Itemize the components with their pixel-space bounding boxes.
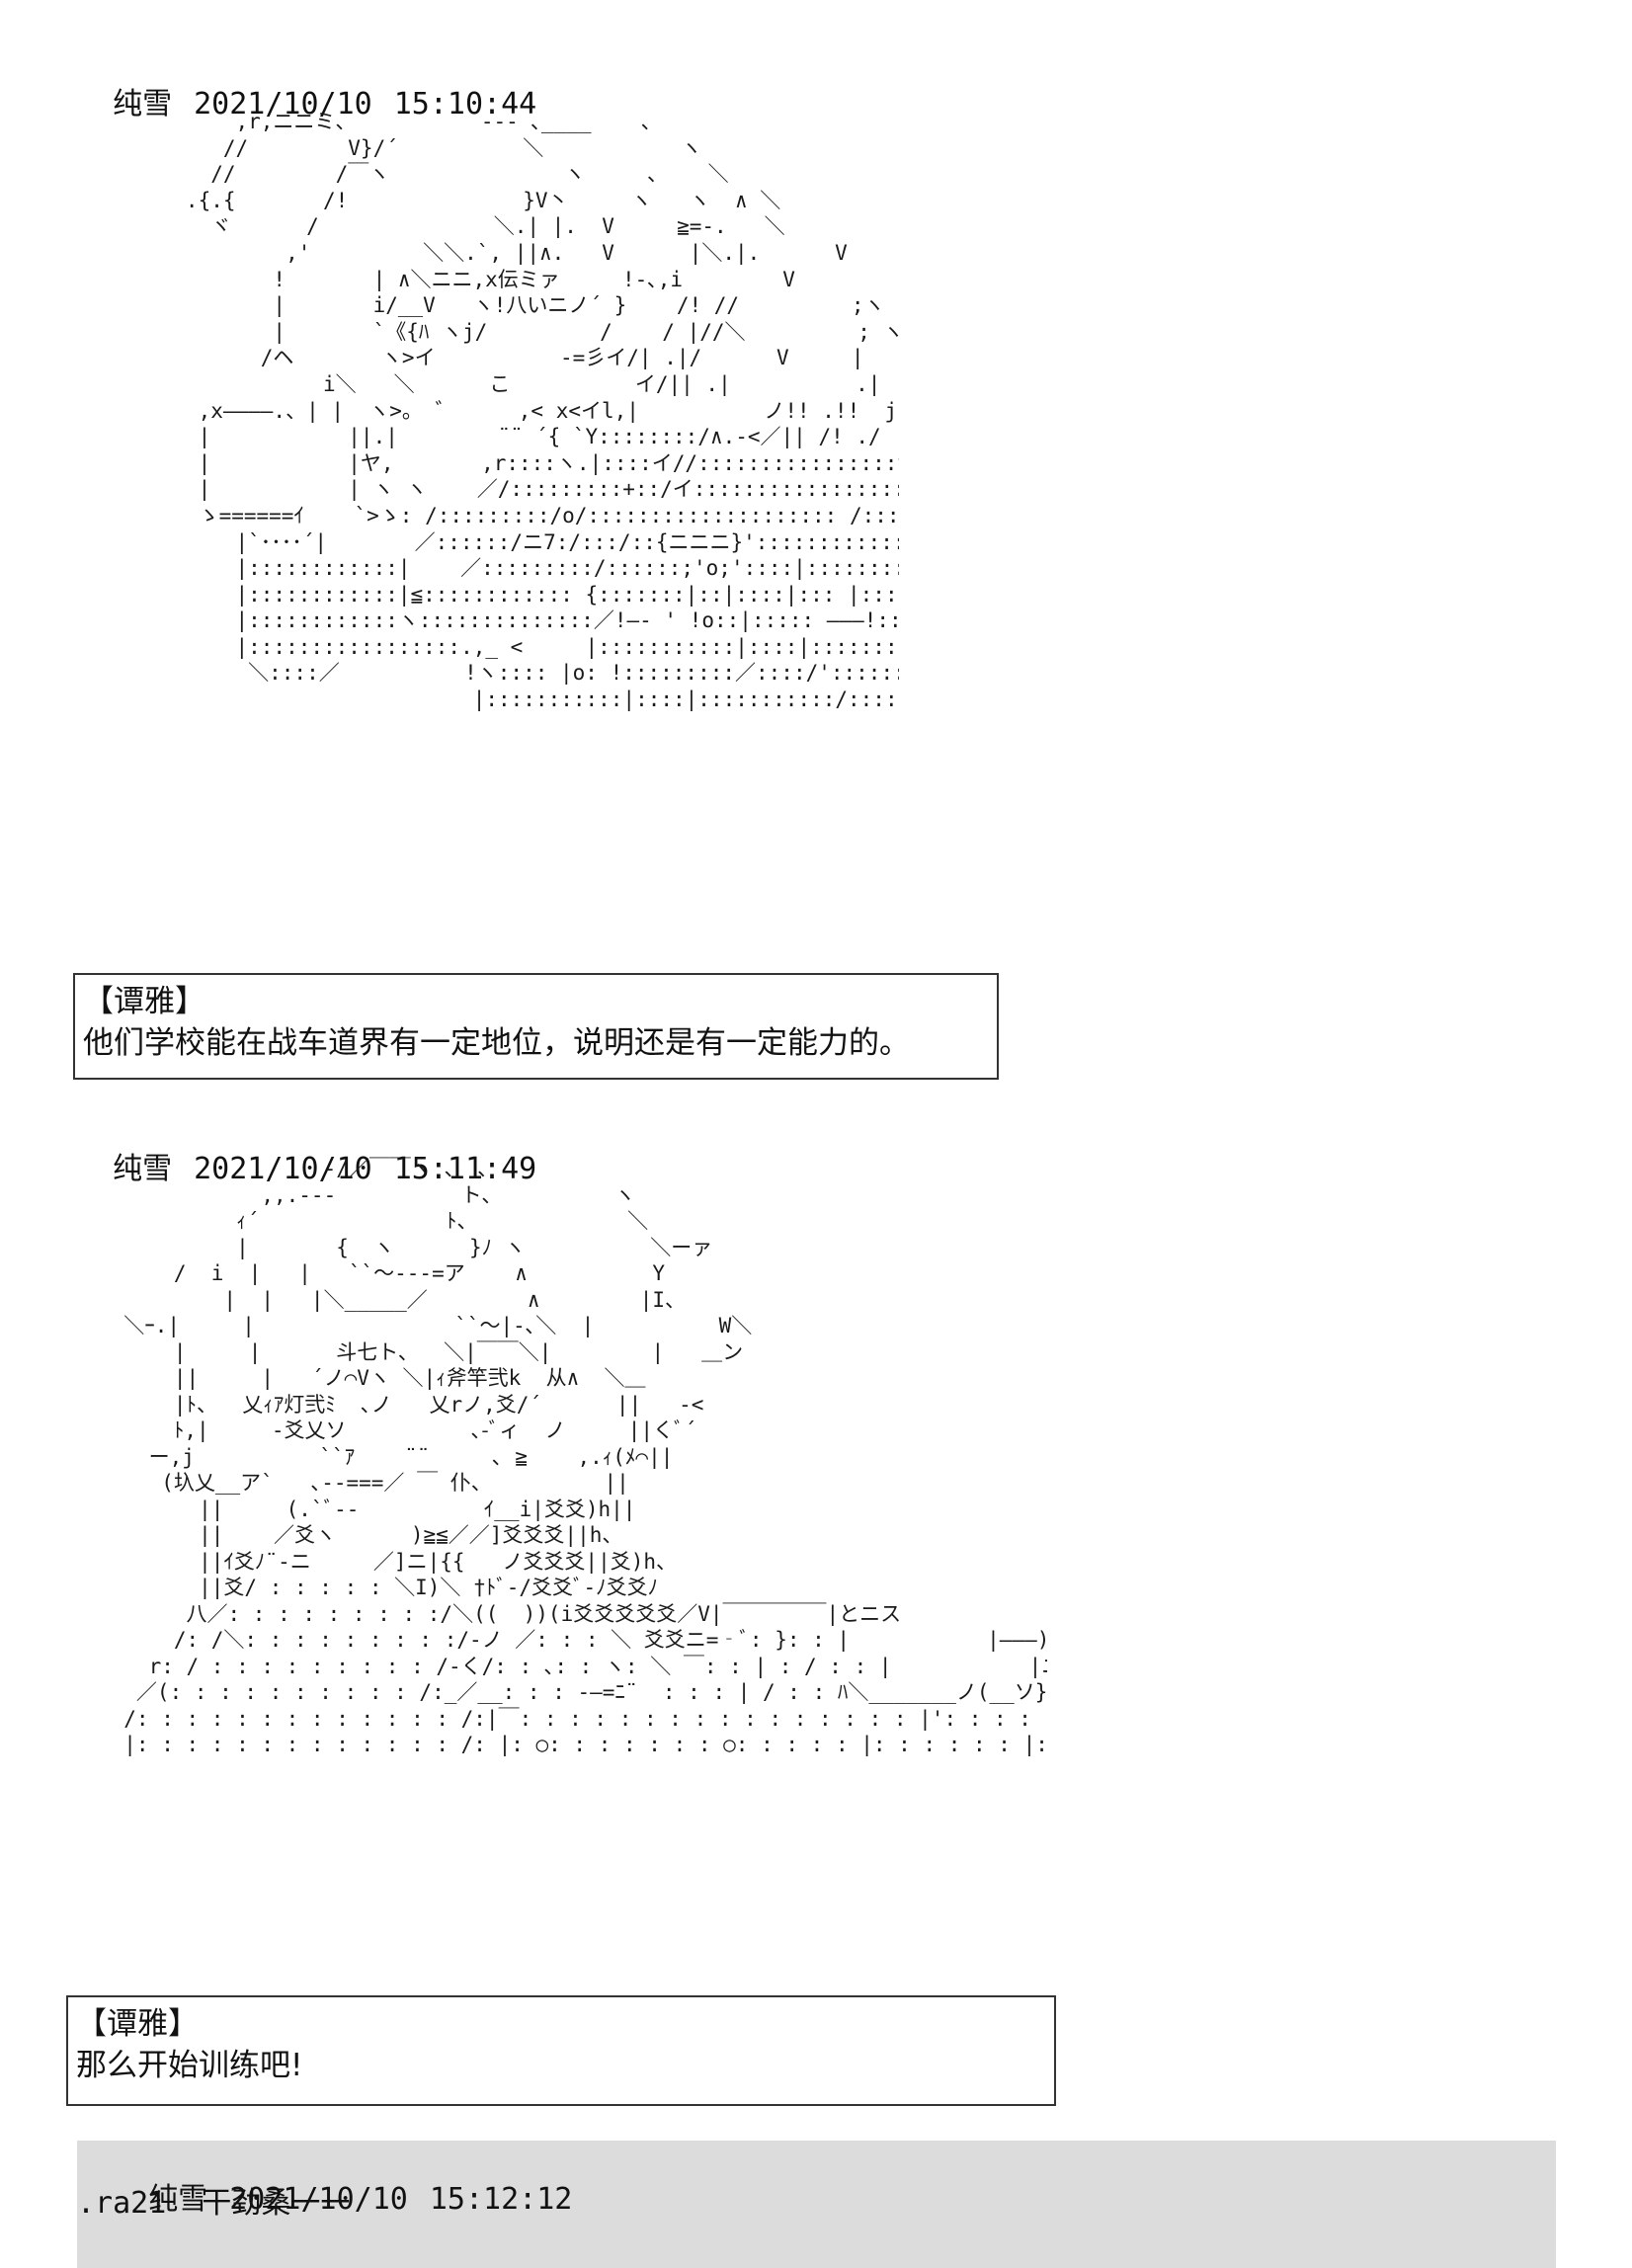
post-date: 2021/10/10 [194, 87, 372, 122]
post-time: 15:11:49 [393, 1152, 537, 1186]
post-date: 2021/10/10 [229, 2182, 408, 2217]
dialog-text: 那么开始训练吧! [76, 2048, 303, 2083]
dialog-box: 【谭雅】 那么开始训练吧! [66, 1995, 1056, 2106]
ascii-art: ‐/／￣￣ヽ 、 、 ,,.-‐‐ ト、 ヽ ｨ´ ﾄ、 ＼ | { ヽ }ﾉ … [123, 1157, 1047, 1756]
dialog-text: 他们学校能在战车道界有一定地位，说明还是有一定能力的。 [83, 1025, 910, 1061]
post-author: 纯雪 [113, 1152, 173, 1186]
post-author: 纯雪 [113, 87, 173, 122]
dialog-speaker: 【谭雅】 [76, 2006, 199, 2042]
post-header: 纯雪 2021/10/10 15:11:49 [77, 1110, 536, 1189]
post-header: 纯雪 2021/10/10 15:10:44 [77, 45, 536, 124]
post-time: 15:12:12 [429, 2182, 573, 2217]
post-header: 纯雪 2021/10/10 15:12:12 [77, 2141, 572, 2259]
post-time: 15:10:44 [393, 87, 537, 122]
post-author: 纯雪 [148, 2182, 208, 2217]
dialog-box: 【谭雅】 他们学校能在战车道界有一定地位，说明还是有一定能力的。 [73, 973, 999, 1080]
dialog-speaker: 【谭雅】 [83, 984, 205, 1019]
highlighted-post: 纯雪 2021/10/10 15:12:12 .ra21 干劲桑一一 [77, 2141, 1556, 2268]
ascii-art: ,r,ニニミ、 --‐ ､____ ､ // V}/´ ＼ ヽ // /￣ヽ ヽ… [185, 110, 899, 712]
post-date: 2021/10/10 [194, 1152, 372, 1186]
post-body: .ra21 干劲桑一一 [77, 2186, 351, 2221]
